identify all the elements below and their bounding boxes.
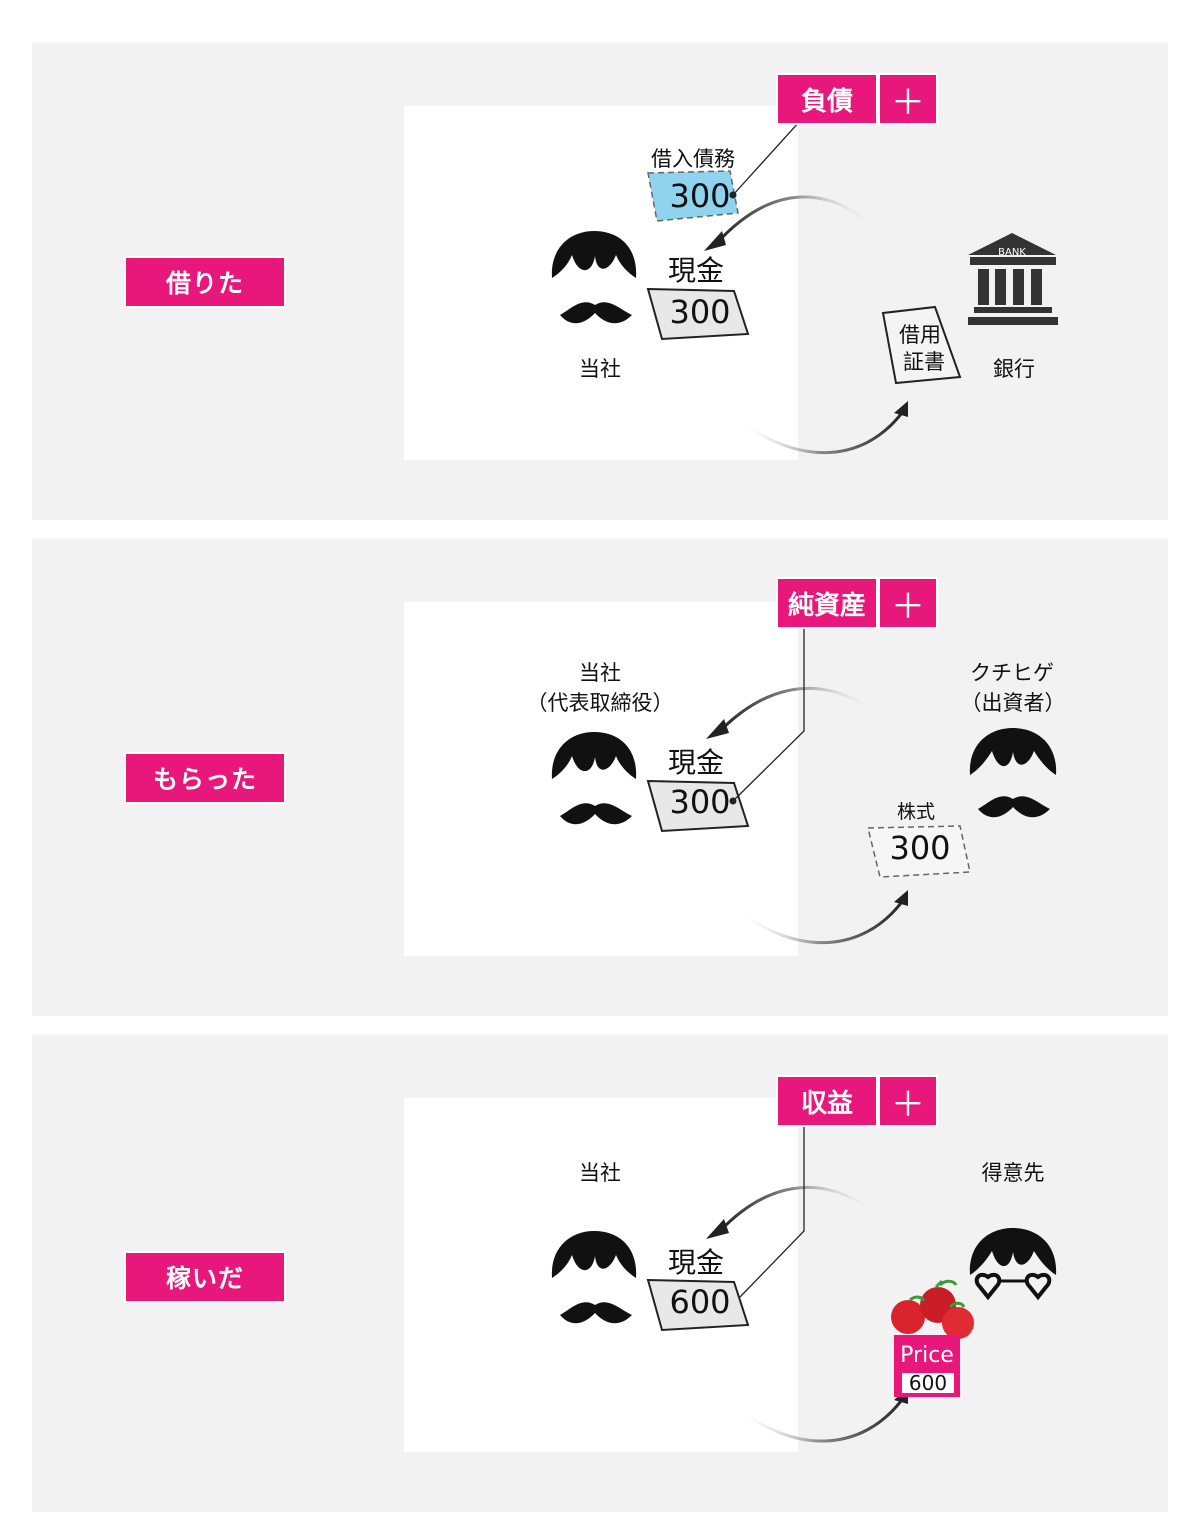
cash-label: 現金 (667, 254, 724, 287)
doc-label-2: 証書 (903, 350, 945, 374)
bank-sign: BANK (998, 247, 1026, 258)
cash-value: 600 (669, 1283, 731, 1321)
apple-icon (891, 1279, 974, 1339)
tag-net-assets: 純資産 (776, 577, 878, 629)
price-box (902, 1373, 954, 1393)
stock-arrowhead (894, 890, 908, 906)
bank-icon (968, 233, 1058, 325)
cash-value: 300 (669, 783, 731, 821)
company-area (404, 106, 798, 460)
company-face-icon (551, 732, 637, 825)
customer-face-icon (969, 1228, 1057, 1301)
company-name: 当社 (579, 357, 621, 381)
flow-diagram (551, 1117, 1057, 1443)
cash-arrowhead (706, 719, 729, 739)
stock-value: 300 (889, 829, 951, 867)
goods-flow-arrow (736, 1396, 906, 1443)
debt-note (647, 170, 739, 222)
cash-bill (646, 779, 750, 833)
cash-label: 現金 (667, 1246, 724, 1279)
company-name: 当社 (579, 1161, 621, 1185)
leader-dot (729, 191, 737, 199)
flow-diagram (551, 619, 1057, 945)
bank-name: 銀行 (993, 357, 1035, 381)
panel-earned: 稼いだ 収益 ＋ 当社 現金 600 (32, 1035, 1168, 1512)
panel-received: もらった 純資産 ＋ 当社 （代表取締役） 現金 300 クチヒゲ （出資者） … (32, 539, 1168, 1016)
stock-flow-arrow (736, 898, 906, 945)
investor-name: クチヒゲ (970, 661, 1054, 685)
cash-flow-arrow (718, 686, 884, 733)
cash-arrowhead (706, 1219, 729, 1239)
cash-flow-arrow (718, 1185, 884, 1233)
debt-value: 300 (669, 177, 731, 215)
leader-dot (729, 797, 737, 805)
company-face-icon (551, 1231, 637, 1324)
company-area (404, 602, 798, 956)
tag-leader-line (739, 1117, 805, 1298)
flow-diagram (551, 120, 1058, 455)
plus-sign: ＋ (878, 73, 938, 125)
investor-face-icon (969, 728, 1057, 818)
cash-flow-arrow (715, 195, 884, 245)
doc-flow-arrow (736, 409, 906, 455)
tag-leader-line (732, 120, 801, 196)
panel-borrowed: 借りた 負債 ＋ (32, 43, 1168, 520)
cash-arrowhead (704, 231, 726, 251)
tag-leader-line (732, 619, 805, 802)
label-borrowed: 借りた (124, 256, 286, 308)
price-value: 600 (908, 1371, 948, 1395)
debt-label: 借入債務 (651, 147, 735, 171)
price-label: Price (900, 1343, 954, 1368)
cash-value: 300 (669, 293, 731, 331)
customer-name: 得意先 (981, 1161, 1045, 1185)
tag-revenue: 収益 (776, 1075, 878, 1127)
stock-label: 株式 (896, 801, 935, 823)
label-earned: 稼いだ (124, 1251, 286, 1303)
stock-certificate (867, 825, 971, 878)
company-area (404, 1098, 798, 1452)
cash-bill (646, 1278, 750, 1332)
label-received: もらった (124, 752, 286, 804)
company-face-icon (551, 231, 637, 324)
company-name: 当社 (579, 661, 621, 685)
plus-sign: ＋ (878, 1075, 938, 1127)
tag-liability: 負債 (776, 73, 878, 125)
loan-document (881, 305, 962, 385)
doc-label-1: 借用 (899, 323, 941, 347)
plus-sign: ＋ (878, 577, 938, 629)
doc-arrowhead (894, 401, 908, 417)
company-role: （代表取締役） (526, 691, 674, 715)
investor-role: （出資者） (960, 691, 1066, 715)
cash-bill (646, 287, 750, 341)
cash-label: 現金 (667, 746, 724, 779)
